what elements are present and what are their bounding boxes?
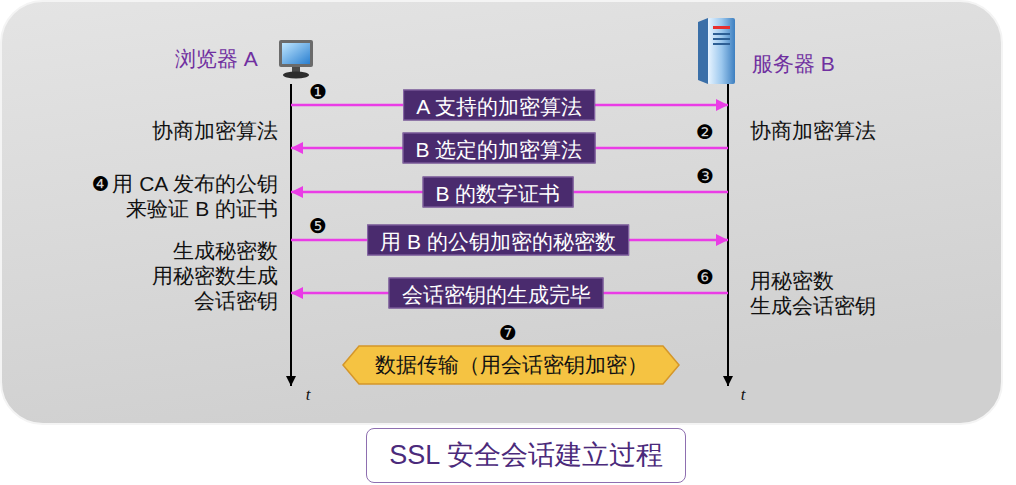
server-slot bbox=[713, 43, 730, 45]
server-icon bbox=[698, 18, 735, 84]
time-axis-label: t bbox=[306, 385, 311, 405]
server-slot bbox=[713, 38, 730, 40]
caption-box: SSL 安全会话建立过程 bbox=[366, 428, 686, 483]
step-note: 协商加密算法 bbox=[152, 118, 278, 143]
participant-lane: 服务器 B bbox=[728, 40, 898, 386]
computer-icon bbox=[279, 40, 313, 79]
message-label: 会话密钥的生成完毕 bbox=[389, 278, 604, 309]
callout-number: ❷ bbox=[696, 121, 714, 143]
monitor-screen bbox=[282, 43, 310, 64]
server-side bbox=[698, 18, 708, 84]
timeline bbox=[727, 84, 729, 386]
callout-number: ❺ bbox=[309, 215, 327, 237]
time-axis-label: t bbox=[741, 385, 746, 405]
monitor-frame bbox=[279, 40, 313, 67]
background-panel bbox=[1, 1, 1002, 424]
timeline bbox=[290, 84, 292, 386]
callout-number: ❹ bbox=[91, 173, 109, 195]
callout-number: ❻ bbox=[696, 266, 714, 288]
callout-number: ❸ bbox=[696, 165, 714, 187]
message-label: B 的数字证书 bbox=[423, 177, 574, 208]
monitor-base bbox=[283, 72, 309, 79]
message-label: A 支持的加密算法 bbox=[403, 90, 595, 121]
step-note: 用 CA 发布的公钥 来验证 B 的证书 bbox=[93, 171, 278, 221]
message-label: 用 B 的公钥加密的秘密数 bbox=[367, 225, 629, 256]
node-label: 服务器 B bbox=[752, 52, 835, 76]
step-note: 协商加密算法 bbox=[750, 118, 876, 143]
message-label: B 选定的加密算法 bbox=[403, 133, 596, 164]
data-transfer-arrow: 数据传输（用会话密钥加密） bbox=[342, 345, 680, 385]
server-slot bbox=[713, 33, 730, 35]
arrow-shape bbox=[343, 346, 679, 384]
callout-number: ❼ bbox=[499, 322, 517, 344]
node-label: 数据传输（用会话密钥加密） bbox=[375, 353, 648, 377]
step-note: 生成秘密数 用秘密数生成 会话密钥 bbox=[138, 238, 278, 313]
server-slot bbox=[713, 26, 730, 29]
step-note: 用秘密数 生成会话密钥 bbox=[750, 268, 890, 318]
server-front bbox=[708, 18, 735, 84]
callout-number: ❶ bbox=[309, 81, 327, 103]
node-label: 浏览器 A bbox=[175, 47, 258, 71]
